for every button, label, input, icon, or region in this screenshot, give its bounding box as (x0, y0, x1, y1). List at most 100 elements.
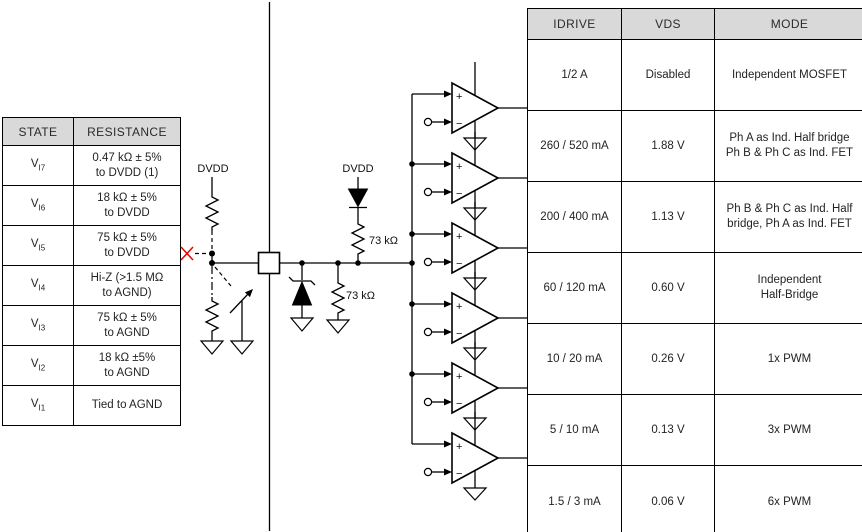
table-row: VI6 18 kΩ ± 5%to DVDD (2, 185, 181, 226)
comparator-triangle (451, 291, 500, 345)
comparator: + − (412, 62, 527, 151)
arrowhead-icon (444, 398, 452, 406)
state-cell: VI4 (2, 265, 74, 306)
mode-cell: Independent MOSFET (714, 39, 862, 111)
table-row: VI2 18 kΩ ±5%to AGND (2, 345, 181, 386)
minus-input-label: − (456, 398, 462, 410)
arrowhead-icon (444, 300, 452, 308)
comparator-triangle (451, 81, 500, 135)
arrowhead-icon (444, 328, 452, 336)
resistance-table: STATE RESISTANCE VI7 0.47 kΩ ± 5%to DVDD… (2, 117, 181, 426)
state-cell: VI7 (2, 145, 74, 186)
switch-arrow-icon (244, 289, 253, 298)
arrowhead-icon (444, 230, 452, 238)
table-row: 200 / 400 mA 1.13 V Ph B & Ph C as Ind. … (527, 181, 862, 253)
reference-input-terminal (423, 467, 433, 477)
minus-input-label: − (456, 258, 462, 270)
minus-input-label: − (456, 328, 462, 340)
zener-clamp-diode (288, 263, 316, 332)
plus-input-label: + (456, 441, 462, 453)
comparator-triangle (451, 361, 500, 415)
arrowhead-icon (444, 370, 452, 378)
comparator: + − (412, 202, 527, 291)
table-row: 1/2 A Disabled Independent MOSFET (527, 39, 862, 111)
comparator-triangle (451, 221, 500, 275)
internal-pullup-resistor (350, 208, 366, 263)
arrowhead-icon (444, 160, 452, 168)
vds-cell: 0.06 V (621, 465, 715, 532)
state-cell: VI1 (2, 385, 74, 426)
comparator-triangle (451, 431, 500, 485)
resistance-cell: 0.47 kΩ ± 5%to DVDD (1) (73, 145, 181, 186)
reference-input-terminal (423, 117, 433, 127)
plus-input-label: + (456, 371, 462, 383)
resistance-cell: 18 kΩ ±5%to AGND (73, 345, 181, 386)
switch-to-agnd (214, 266, 255, 355)
vds-cell: 1.88 V (621, 110, 715, 182)
mode-header: MODE (714, 8, 862, 40)
arrowhead-icon (444, 118, 452, 126)
pulldown-resistor-label: 73 kΩ (346, 290, 375, 302)
table-row: 260 / 520 mA 1.88 V Ph A as Ind. Half br… (527, 110, 862, 182)
idrive-mode-table: IDRIVE VDS MODE 1/2 A Disabled Independe… (527, 8, 862, 532)
pin-box (257, 251, 281, 275)
vds-header: VDS (621, 8, 715, 40)
reference-input-terminal (423, 187, 433, 197)
comparator-triangle (451, 151, 500, 205)
plus-input-label: + (456, 301, 462, 313)
reference-input-terminal (423, 397, 433, 407)
table-row: 5 / 10 mA 0.13 V 3x PWM (527, 394, 862, 466)
plus-input-label: + (456, 161, 462, 173)
state-cell: VI3 (2, 305, 74, 346)
state-cell: VI5 (2, 225, 74, 266)
ground-symbol (325, 319, 351, 334)
resistance-header: RESISTANCE (73, 117, 181, 146)
vds-cell: 0.60 V (621, 252, 715, 324)
comparator: + − (412, 412, 527, 501)
idrive-cell: 1.5 / 3 mA (527, 465, 622, 532)
pullup-resistor-label: 73 kΩ (369, 235, 398, 247)
table-header-row: STATE RESISTANCE (2, 117, 181, 146)
arrowhead-icon (444, 440, 452, 448)
resistance-cell: 75 kΩ ± 5%to DVDD (73, 225, 181, 266)
idrive-cell: 260 / 520 mA (527, 110, 622, 182)
ground-symbol (462, 487, 488, 501)
ground-symbol (229, 340, 255, 355)
ground-symbol (289, 317, 315, 332)
state-header: STATE (2, 117, 74, 146)
mode-cell: 1x PWM (714, 323, 862, 395)
external-pulldown-resistor (204, 297, 220, 335)
reference-input-terminal (423, 257, 433, 267)
reference-input-terminal (423, 327, 433, 337)
ground-symbol (199, 340, 225, 355)
state-cell: VI6 (2, 185, 74, 226)
plus-input-label: + (456, 91, 462, 103)
resistance-cell: Tied to AGND (73, 385, 181, 426)
external-pullup-resistor (204, 193, 220, 231)
plus-input-label: + (456, 231, 462, 243)
arrowhead-icon (444, 468, 452, 476)
arrowhead-icon (444, 258, 452, 266)
comparator: + − (412, 132, 527, 221)
blocking-diode (347, 177, 369, 209)
comparator: + − (412, 342, 527, 431)
internal-pulldown-resistor (325, 263, 351, 334)
red-x-marker (180, 246, 194, 261)
idrive-cell: 60 / 120 mA (527, 252, 622, 324)
arrowhead-icon (444, 90, 452, 98)
table-row: 1.5 / 3 mA 0.06 V 6x PWM (527, 465, 862, 532)
mode-cell: 6x PWM (714, 465, 862, 532)
state-cell: VI2 (2, 345, 74, 386)
resistance-cell: 18 kΩ ± 5%to DVDD (73, 185, 181, 226)
comparator: + − (412, 272, 527, 361)
minus-input-label: − (456, 188, 462, 200)
mode-cell: 3x PWM (714, 394, 862, 466)
table-row: VI1 Tied to AGND (2, 385, 181, 426)
